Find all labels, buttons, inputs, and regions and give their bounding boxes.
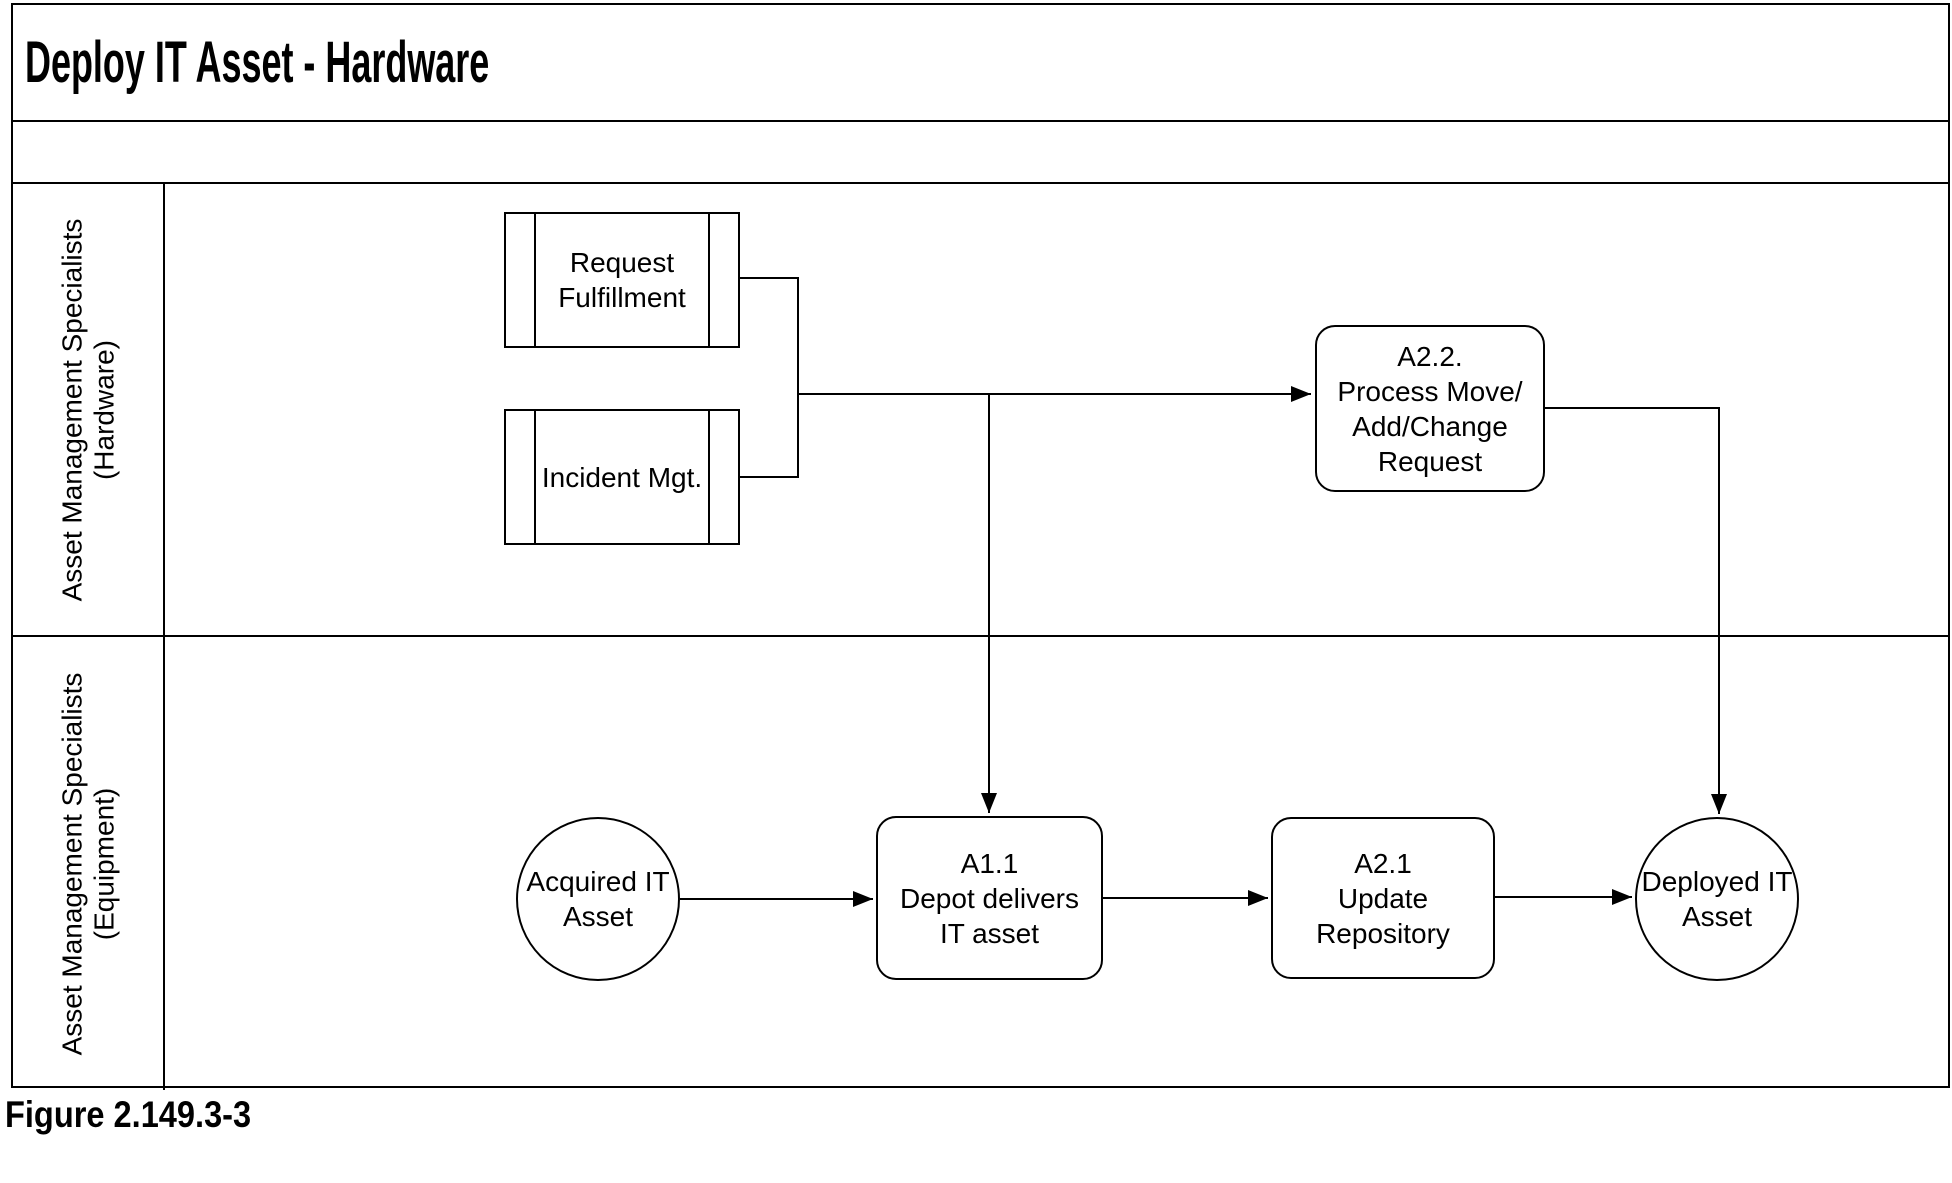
- subprocess-left-bar: [534, 214, 536, 346]
- lane-equipment-label: Asset Management Specialists (Equipment): [56, 672, 120, 1055]
- process-move-add-change-node: A2.2. Process Move/ Add/Change Request: [1315, 325, 1545, 492]
- update-repository-label: A2.1 Update Repository: [1316, 847, 1450, 949]
- spacer-row: [13, 122, 1948, 184]
- lane-equipment: Asset Management Specialists (Equipment): [13, 637, 1948, 1090]
- lane-hardware-label-line2: (Hardware): [88, 339, 120, 480]
- acquired-it-asset-node: Acquired IT Asset: [516, 817, 680, 981]
- lane-equipment-label-line2: (Equipment): [88, 787, 120, 940]
- subprocess-right-bar: [708, 411, 710, 543]
- lane-hardware-label-cell: Asset Management Specialists (Hardware): [13, 184, 165, 635]
- acquired-it-asset-label: Acquired IT Asset: [526, 866, 670, 932]
- update-repository-node: A2.1 Update Repository: [1271, 817, 1495, 979]
- figure-caption: Figure 2.149.3-3: [5, 1094, 252, 1135]
- subprocess-left-bar: [534, 411, 536, 543]
- lane-hardware-label: Asset Management Specialists (Hardware): [56, 218, 120, 601]
- request-fulfillment-label: Request Fulfillment: [558, 247, 686, 313]
- depot-delivers-node: A1.1 Depot delivers IT asset: [876, 816, 1103, 980]
- incident-mgt-label: Incident Mgt.: [541, 461, 703, 493]
- lane-hardware-content: [165, 184, 1948, 635]
- page-title: Deploy IT Asset - Hardware: [25, 30, 490, 95]
- depot-delivers-label: A1.1 Depot delivers IT asset: [900, 847, 1079, 949]
- lane-hardware-label-line1: Asset Management Specialists: [56, 218, 88, 601]
- process-move-add-change-label: A2.2. Process Move/ Add/Change Request: [1337, 340, 1523, 477]
- lane-hardware: Asset Management Specialists (Hardware): [13, 184, 1948, 637]
- subprocess-right-bar: [708, 214, 710, 346]
- diagram-frame: Deploy IT Asset - Hardware Asset Managem…: [11, 3, 1950, 1090]
- deployed-it-asset-node: Deployed IT Asset: [1635, 817, 1799, 981]
- lane-equipment-label-cell: Asset Management Specialists (Equipment): [13, 637, 165, 1090]
- deployed-it-asset-label: Deployed IT Asset: [1641, 866, 1793, 932]
- request-fulfillment-node: Request Fulfillment: [504, 212, 740, 348]
- title-row: Deploy IT Asset - Hardware: [13, 5, 1948, 122]
- incident-mgt-node: Incident Mgt.: [504, 409, 740, 545]
- lane-equipment-label-line1: Asset Management Specialists: [56, 672, 88, 1055]
